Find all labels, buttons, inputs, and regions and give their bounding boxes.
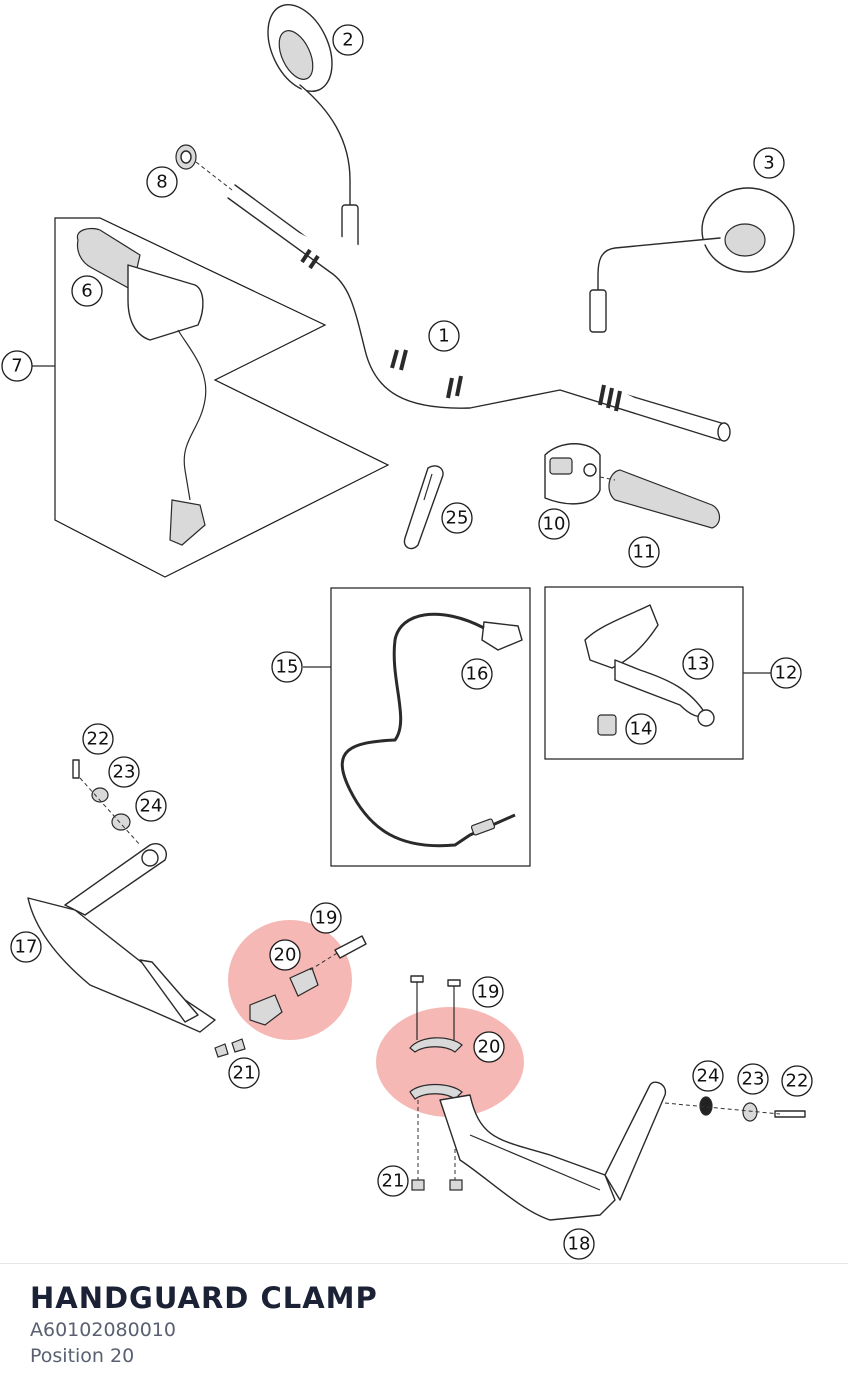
exploded-parts-diagram: 1 2 3 6 7 8 10 11 12 13 14 15 16 17 18 1…: [1, 3, 813, 1260]
part-info-panel: HANDGUARD CLAMP A60102080010 Position 20: [0, 1263, 848, 1391]
svg-text:22: 22: [786, 1071, 809, 1092]
svg-text:6: 6: [81, 281, 92, 302]
callout-8: 8: [146, 166, 178, 198]
svg-text:13: 13: [687, 654, 710, 675]
callout-2: 2: [332, 24, 364, 56]
callout-12: 12: [770, 657, 802, 689]
brake-master-cylinder[interactable]: [584, 604, 715, 736]
callout-17: 17: [10, 931, 42, 963]
callout-20-right: 20: [473, 1031, 505, 1063]
svg-text:10: 10: [543, 514, 566, 535]
part-name: HANDGUARD CLAMP: [30, 1281, 378, 1315]
svg-text:20: 20: [274, 945, 297, 966]
svg-text:21: 21: [382, 1171, 405, 1192]
svg-text:2: 2: [342, 30, 353, 51]
handguard-clamp-right[interactable]: [409, 975, 463, 1191]
right-grip[interactable]: [599, 469, 721, 529]
part-position: Position 20: [30, 1345, 135, 1367]
svg-text:24: 24: [697, 1066, 720, 1087]
callout-3: 3: [753, 147, 785, 179]
group-7-bracket: [54, 217, 390, 578]
svg-text:22: 22: [87, 729, 110, 750]
svg-text:24: 24: [140, 796, 163, 817]
handguard-left[interactable]: [27, 843, 216, 1033]
callout-21-left: 21: [228, 1057, 260, 1089]
svg-text:8: 8: [156, 172, 167, 193]
mirror-right[interactable]: [589, 187, 795, 333]
svg-text:23: 23: [742, 1069, 765, 1090]
left-mount-hardware[interactable]: [72, 759, 141, 846]
callout-25: 25: [441, 502, 473, 534]
svg-text:25: 25: [446, 508, 469, 529]
group-15-box: [330, 587, 531, 867]
svg-text:14: 14: [630, 719, 653, 740]
callout-18: 18: [563, 1228, 595, 1260]
callout-23-left: 23: [108, 756, 140, 788]
handguard-right[interactable]: [439, 1081, 667, 1221]
svg-text:21: 21: [233, 1063, 256, 1084]
svg-text:3: 3: [763, 153, 774, 174]
clutch-cable[interactable]: [340, 612, 523, 848]
svg-text:20: 20: [478, 1037, 501, 1058]
highlight-position-20-left[interactable]: [228, 920, 352, 1040]
svg-text:1: 1: [438, 326, 449, 347]
throttle-grip-assembly[interactable]: [76, 227, 207, 546]
svg-text:19: 19: [315, 908, 338, 929]
callout-13: 13: [682, 648, 714, 680]
handguard-clamp-left[interactable]: [214, 935, 367, 1058]
callout-20-left: 20: [269, 939, 301, 971]
callout-7: 7: [1, 350, 33, 382]
svg-text:18: 18: [568, 1234, 591, 1255]
spacer-strip[interactable]: [403, 465, 444, 550]
callout-19-right: 19: [472, 976, 504, 1008]
callout-16: 16: [461, 658, 493, 690]
svg-text:7: 7: [11, 356, 22, 377]
callout-14: 14: [625, 713, 657, 745]
svg-text:23: 23: [113, 762, 136, 783]
svg-text:12: 12: [775, 663, 798, 684]
svg-text:16: 16: [466, 664, 489, 685]
callout-22-right: 22: [781, 1065, 813, 1097]
handlebar-switch-right[interactable]: [544, 443, 601, 505]
callout-21-right: 21: [377, 1165, 409, 1197]
callout-1: 1: [428, 320, 460, 352]
svg-text:19: 19: [477, 982, 500, 1003]
svg-text:15: 15: [276, 657, 299, 678]
callout-22-left: 22: [82, 723, 114, 755]
callout-10: 10: [538, 508, 570, 540]
right-mount-hardware[interactable]: [664, 1096, 806, 1122]
svg-text:17: 17: [15, 937, 38, 958]
part-number: A60102080010: [30, 1319, 176, 1341]
handlebar[interactable]: [227, 184, 731, 442]
callout-24-right: 24: [692, 1060, 724, 1092]
callout-24-left: 24: [135, 790, 167, 822]
callout-19-left: 19: [310, 902, 342, 934]
callout-11: 11: [628, 536, 660, 568]
svg-text:11: 11: [633, 542, 656, 563]
callout-15: 15: [271, 651, 303, 683]
callout-23-right: 23: [737, 1063, 769, 1095]
bar-end-weight[interactable]: [175, 144, 233, 191]
callout-6: 6: [71, 275, 103, 307]
